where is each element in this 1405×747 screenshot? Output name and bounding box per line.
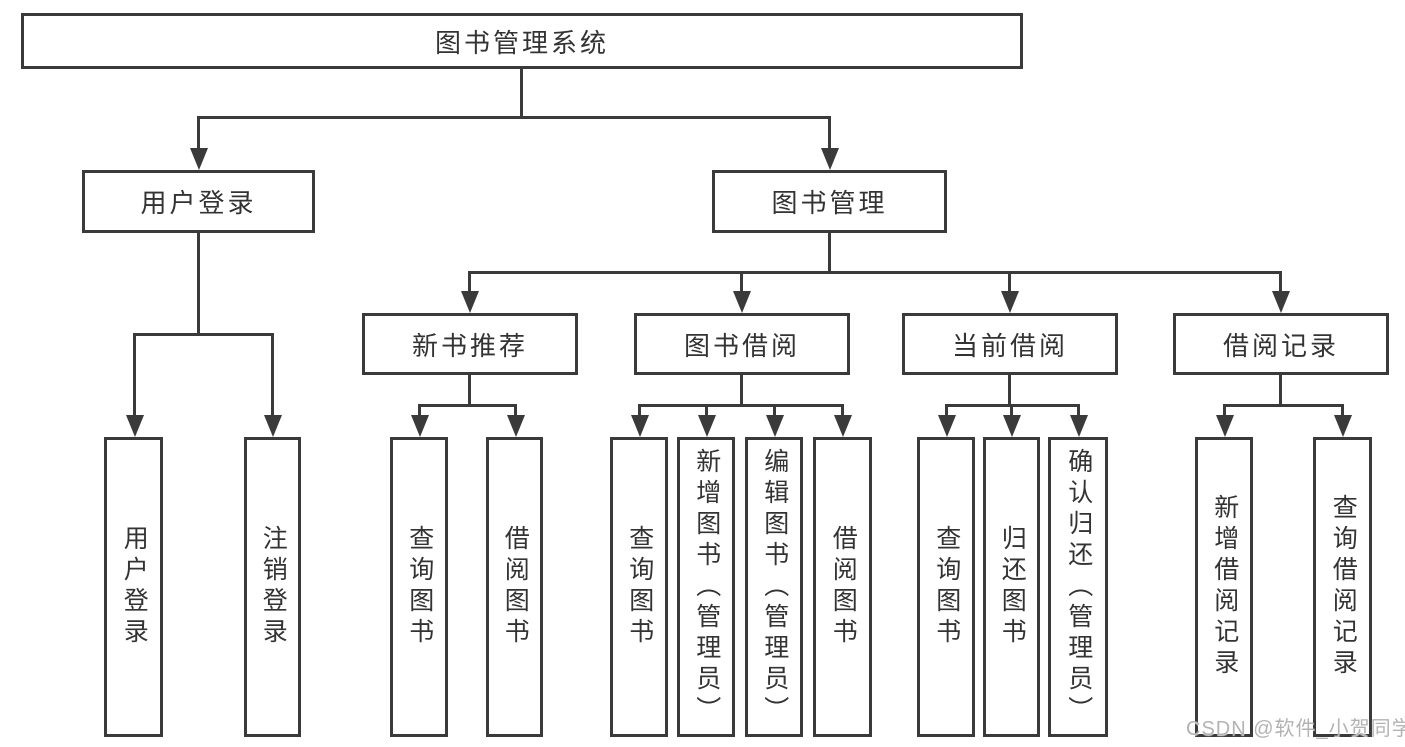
node-book-management: 图书管理 (712, 170, 947, 233)
leaf-logout: 注销登录 (244, 437, 301, 737)
connector-stem-borrow-records (1279, 374, 1282, 406)
connector-drop (1223, 404, 1226, 418)
connector-rail-level1 (197, 116, 831, 119)
connector-rail-book-borrow (638, 404, 844, 407)
arrow-down-icon (507, 415, 525, 437)
node-root-label: 图书管理系统 (434, 27, 609, 58)
leaf-confirm-return-admin-label: 确认归还（管理员） (1064, 447, 1093, 727)
connector-stem-book-management (828, 233, 831, 273)
connector-drop (773, 404, 776, 418)
arrow-down-icon (1216, 415, 1234, 437)
leaf-query-books-recommend: 查询图书 (390, 437, 448, 737)
csdn-watermark: CSDN @软件_小贺同学 (1186, 718, 1405, 740)
leaf-query-borrow-record-label: 查询借阅记录 (1329, 494, 1358, 680)
leaf-confirm-return-admin: 确认归还（管理员） (1048, 437, 1108, 737)
node-new-book-recommend-label: 新书推荐 (411, 330, 528, 361)
connector-drop (1077, 404, 1080, 418)
connector-drop (1010, 404, 1013, 418)
leaf-query-books-recommend-label: 查询图书 (405, 525, 434, 649)
leaf-query-borrow-record: 查询借阅记录 (1313, 437, 1372, 737)
arrow-down-icon (1334, 415, 1352, 437)
leaf-borrow-books-recommend: 借阅图书 (486, 437, 543, 737)
leaf-logout-label: 注销登录 (259, 525, 288, 649)
arrow-down-icon (766, 415, 784, 437)
leaf-query-books-borrow-label: 查询图书 (625, 525, 654, 649)
arrow-down-icon (631, 415, 649, 437)
leaf-borrow-books-2: 借阅图书 (813, 437, 872, 737)
node-current-borrow-label: 当前借阅 (951, 330, 1068, 361)
connector-drop (418, 404, 421, 418)
arrow-down-icon (126, 415, 144, 437)
connector-drop (197, 116, 200, 152)
connector-drop (740, 271, 743, 293)
arrow-down-icon (698, 415, 716, 437)
node-new-book-recommend: 新书推荐 (362, 313, 578, 375)
arrow-down-icon (733, 291, 751, 313)
connector-rail-borrow-records (1223, 404, 1344, 407)
connector-stem-current-borrow (1008, 374, 1011, 406)
leaf-query-books-current: 查询图书 (917, 437, 975, 737)
leaf-add-book-admin: 新增图书（管理员） (677, 437, 735, 737)
arrow-down-icon (938, 415, 956, 437)
arrow-down-icon (821, 148, 839, 170)
connector-drop (468, 271, 471, 293)
connector-rail-user-login (133, 333, 274, 336)
connector-stem-book-borrow (740, 374, 743, 406)
leaf-add-book-admin-label: 新增图书（管理员） (692, 447, 721, 727)
leaf-return-book-label: 归还图书 (998, 525, 1027, 649)
connector-drop (514, 404, 517, 418)
node-user-login: 用户登录 (82, 170, 315, 233)
arrow-down-icon (1070, 415, 1088, 437)
connector-rail-level2 (468, 271, 1282, 274)
node-book-borrow-label: 图书借阅 (683, 330, 800, 361)
arrow-down-icon (834, 415, 852, 437)
arrow-down-icon (1001, 291, 1019, 313)
leaf-borrow-books-recommend-label: 借阅图书 (501, 525, 530, 649)
leaf-user-login: 用户登录 (104, 437, 163, 737)
node-borrow-records: 借阅记录 (1173, 313, 1389, 375)
arrow-down-icon (264, 415, 282, 437)
leaf-add-borrow-record: 新增借阅记录 (1195, 437, 1253, 737)
node-root: 图书管理系统 (21, 13, 1023, 69)
connector-stem-root (520, 69, 523, 118)
node-user-login-label: 用户登录 (140, 188, 257, 218)
arrow-down-icon (411, 415, 429, 437)
arrow-down-icon (1272, 291, 1290, 313)
connector-drop (1341, 404, 1344, 418)
connector-stem-user-login (197, 233, 200, 335)
leaf-borrow-books-2-label: 借阅图书 (829, 525, 858, 649)
connector-drop (1008, 271, 1011, 293)
connector-drop (271, 333, 274, 418)
node-book-management-label: 图书管理 (771, 188, 888, 218)
arrow-down-icon (190, 148, 208, 170)
leaf-edit-book-admin: 编辑图书（管理员） (745, 437, 803, 737)
connector-drop (841, 404, 844, 418)
leaf-query-books-current-label: 查询图书 (932, 525, 961, 649)
leaf-query-books-borrow: 查询图书 (610, 437, 668, 737)
connector-drop (638, 404, 641, 418)
arrow-down-icon (461, 291, 479, 313)
connector-rail-new-book-recommend (418, 404, 517, 407)
connector-stem-new-book-recommend (468, 374, 471, 406)
leaf-add-borrow-record-label: 新增借阅记录 (1210, 494, 1239, 680)
leaf-user-login-label: 用户登录 (120, 525, 149, 649)
connector-drop (705, 404, 708, 418)
leaf-edit-book-admin-label: 编辑图书（管理员） (760, 447, 789, 727)
leaf-return-book: 归还图书 (983, 437, 1040, 737)
connector-drop (133, 333, 136, 418)
node-current-borrow: 当前借阅 (902, 313, 1118, 375)
connector-drop (1279, 271, 1282, 293)
connector-drop (828, 116, 831, 152)
arrow-down-icon (1003, 415, 1021, 437)
node-book-borrow: 图书借阅 (634, 313, 850, 375)
connector-drop (945, 404, 948, 418)
node-borrow-records-label: 借阅记录 (1222, 330, 1339, 361)
